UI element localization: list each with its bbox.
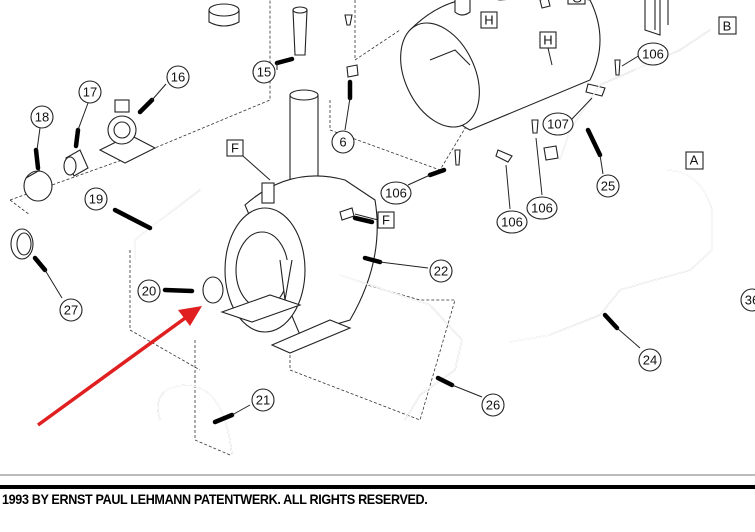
callout-106: 106: [637, 42, 669, 66]
svg-text:19: 19: [89, 192, 103, 207]
callout-17: 17: [78, 80, 102, 104]
svg-text:106: 106: [642, 47, 664, 62]
pipes: [134, 29, 713, 456]
ref-box-H: H: [539, 31, 557, 49]
callout-107: 107: [542, 112, 574, 136]
svg-text:18: 18: [35, 110, 49, 125]
callout-24: 24: [638, 348, 662, 372]
reference-boxes: F F H H B A G: [226, 0, 737, 229]
callout-26: 26: [481, 393, 505, 417]
part-17-bushing: [63, 149, 89, 177]
callout-106: 106: [496, 210, 528, 234]
part-16-bracket: [98, 99, 157, 164]
svg-text:F: F: [231, 141, 239, 156]
svg-text:36: 36: [745, 293, 755, 308]
callout-21: 21: [251, 388, 275, 412]
svg-text:22: 22: [434, 264, 448, 279]
svg-text:B: B: [723, 19, 732, 34]
svg-text:106: 106: [501, 215, 523, 230]
svg-text:A: A: [690, 153, 699, 168]
svg-text:24: 24: [643, 353, 657, 368]
divider-line-thick: [0, 485, 755, 489]
callout-16: 16: [166, 65, 190, 89]
callout-20: 20: [137, 279, 161, 303]
svg-text:25: 25: [601, 179, 615, 194]
part-top-cap: [208, 3, 240, 27]
callouts: 18 17 16 15 6 106 106 106 106 107 25 19 …: [30, 42, 755, 417]
svg-text:21: 21: [256, 393, 270, 408]
part-18-cap: [23, 169, 53, 202]
svg-text:15: 15: [257, 65, 271, 80]
svg-text:106: 106: [385, 186, 407, 201]
red-annotation-arrow: [36, 306, 202, 427]
svg-text:17: 17: [83, 85, 97, 100]
ref-box-B: B: [718, 16, 737, 35]
callout-22: 22: [429, 259, 453, 283]
callout-25: 25: [596, 174, 620, 198]
svg-text:H: H: [484, 13, 493, 28]
divider-line: [0, 474, 755, 476]
ref-box-G: G: [567, 0, 586, 6]
callout-106: 106: [380, 181, 412, 205]
callout-19: 19: [84, 187, 108, 211]
ref-box-F: F: [226, 139, 244, 157]
part-15-chimney-top: [292, 6, 308, 56]
svg-text:26: 26: [486, 398, 500, 413]
callout-36: 36: [740, 288, 755, 312]
svg-text:6: 6: [339, 135, 346, 150]
svg-text:107: 107: [547, 117, 569, 132]
screws: [339, 0, 621, 221]
copyright-footer: 1993 BY ERNST PAUL LEHMANN PATENTWERK. A…: [2, 491, 428, 507]
callout-18: 18: [30, 105, 54, 129]
svg-text:27: 27: [64, 303, 78, 318]
boiler-assembly: [202, 89, 378, 354]
assembly-guide-lines: [9, 0, 471, 456]
svg-text:16: 16: [171, 70, 185, 85]
callout-27: 27: [59, 298, 83, 322]
callout-leaders: [32, 54, 641, 425]
svg-text:H: H: [543, 33, 552, 48]
svg-text:G: G: [572, 0, 582, 6]
callout-6: 6: [331, 130, 355, 154]
tender-tank: [400, 0, 669, 131]
svg-text:106: 106: [531, 201, 553, 216]
svg-text:F: F: [382, 213, 390, 228]
ref-box-F: F: [377, 211, 395, 229]
svg-text:20: 20: [142, 284, 156, 299]
ref-box-A: A: [685, 151, 704, 170]
part-27-ring: [10, 228, 34, 260]
callout-15: 15: [252, 60, 276, 84]
ref-box-H: H: [480, 11, 498, 29]
callout-106: 106: [526, 196, 558, 220]
